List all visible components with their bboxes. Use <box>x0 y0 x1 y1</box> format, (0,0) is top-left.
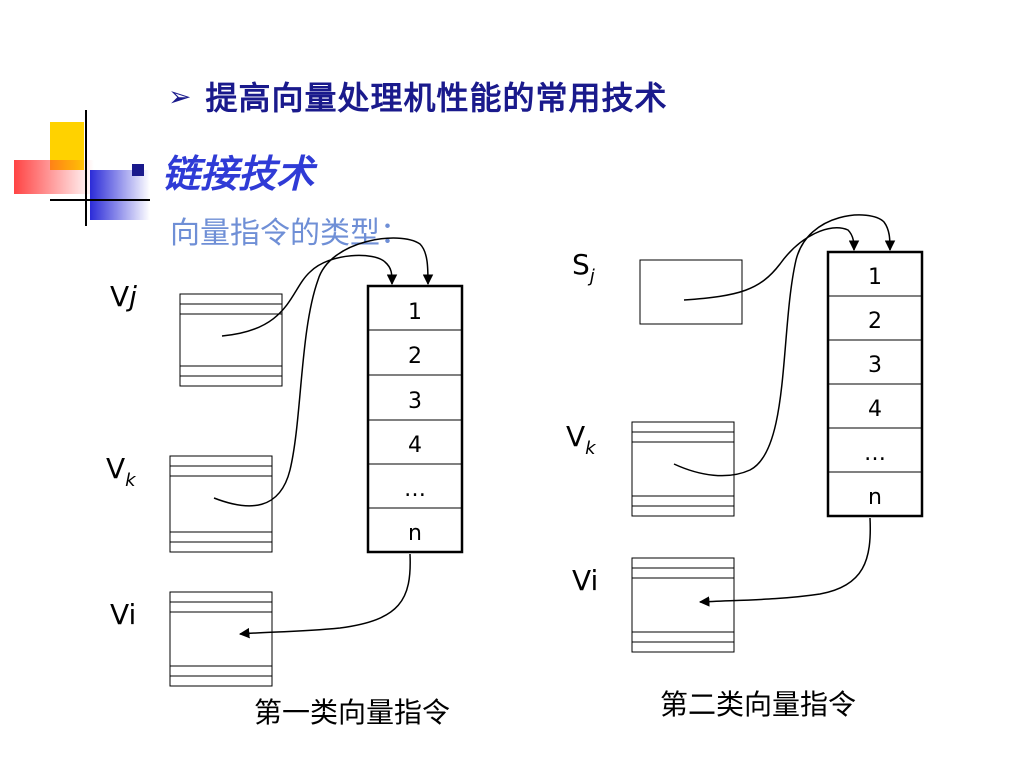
left-pipeline: 1 2 3 4 … n <box>366 284 464 554</box>
right-out-curve <box>698 517 872 607</box>
left-stage-1: 1 <box>408 300 422 325</box>
right-caption: 第二类向量指令 <box>660 688 856 721</box>
left-out-curve <box>238 553 411 639</box>
right-stage-4: 4 <box>868 397 882 422</box>
right-sj-curve <box>683 227 860 301</box>
left-stage-dots: … <box>404 477 426 502</box>
right-stage-dots: … <box>864 441 886 466</box>
corner-logo <box>14 110 150 226</box>
left-stage-4: 4 <box>408 433 422 458</box>
square-bullet-icon <box>132 164 144 176</box>
left-stage-n: n <box>408 521 422 546</box>
right-pipeline: 1 2 3 4 … n <box>826 250 924 518</box>
right-stage-2: 2 <box>868 309 882 334</box>
left-stage-2: 2 <box>408 344 422 369</box>
left-vj-register <box>179 293 283 387</box>
section-subtitle: 链接技术 <box>162 151 315 196</box>
left-stage-3: 3 <box>408 389 422 414</box>
right-stage-3: 3 <box>868 353 882 378</box>
right-vk-label: Vk <box>566 420 597 459</box>
left-vj-curve <box>221 254 398 337</box>
left-vk-label: Vk <box>106 452 137 491</box>
subtitle-row: 链接技术 <box>132 142 314 198</box>
left-vk-curve <box>213 237 434 507</box>
arrow-bullet-icon: ➢ <box>168 79 192 113</box>
left-caption: 第一类向量指令 <box>254 696 450 729</box>
right-vi-label: Vi <box>572 564 598 597</box>
left-vj-label: Vj <box>110 280 137 313</box>
page-title: 提高向量处理机性能的常用技术 <box>205 79 668 117</box>
types-label: 向量指令的类型： <box>170 216 410 251</box>
right-stage-n: n <box>868 485 882 510</box>
right-stage-1: 1 <box>868 265 882 290</box>
logo-blue-block <box>90 170 150 220</box>
right-sj-label: Sj <box>572 248 595 287</box>
right-vk-register <box>631 421 735 517</box>
right-vi-register <box>631 557 735 653</box>
title-row: ➢ 提高向量处理机性能的常用技术 <box>168 72 667 120</box>
left-vi-register <box>169 591 273 687</box>
left-vi-label: Vi <box>110 598 136 631</box>
logo-red-block <box>14 160 94 194</box>
right-sj-register <box>639 259 743 325</box>
left-vk-register <box>169 455 273 553</box>
right-vk-curve <box>673 214 896 477</box>
